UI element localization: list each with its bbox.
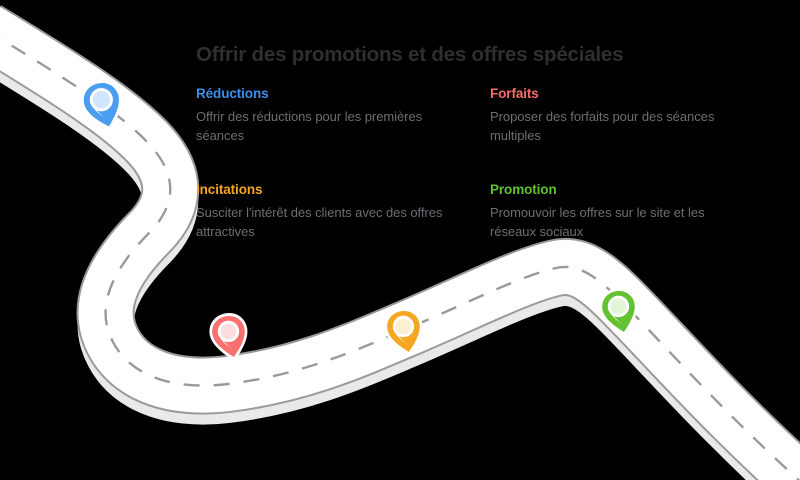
page-title: Offrir des promotions et des offres spéc…: [196, 42, 624, 66]
info-block-body: Promouvoir les offres sur le site et les…: [490, 205, 705, 239]
info-block-heading: Réductions: [196, 86, 269, 101]
info-block-heading: Incitations: [196, 182, 263, 197]
info-block-heading: Forfaits: [490, 86, 539, 101]
info-block-incitations: Incitations Susciter l'intérêt des clien…: [196, 181, 451, 241]
map-pin-blue[interactable]: [74, 74, 130, 141]
info-block-body: Susciter l'intérêt des clients avec des …: [196, 205, 443, 239]
map-pin-coral[interactable]: [203, 308, 255, 371]
map-pin-orange[interactable]: [378, 303, 430, 366]
info-block-body: Offrir des réductions pour les premières…: [196, 109, 423, 143]
info-block-reductions: Réductions Offrir des réductions pour le…: [196, 85, 451, 145]
info-block-heading: Promotion: [490, 182, 557, 197]
map-pin-green[interactable]: [593, 283, 645, 346]
info-block-body: Proposer des forfaits pour des séances m…: [490, 109, 715, 143]
info-block-forfaits: Forfaits Proposer des forfaits pour des …: [490, 85, 745, 145]
info-block-promotion: Promotion Promouvoir les offres sur le s…: [490, 181, 745, 241]
